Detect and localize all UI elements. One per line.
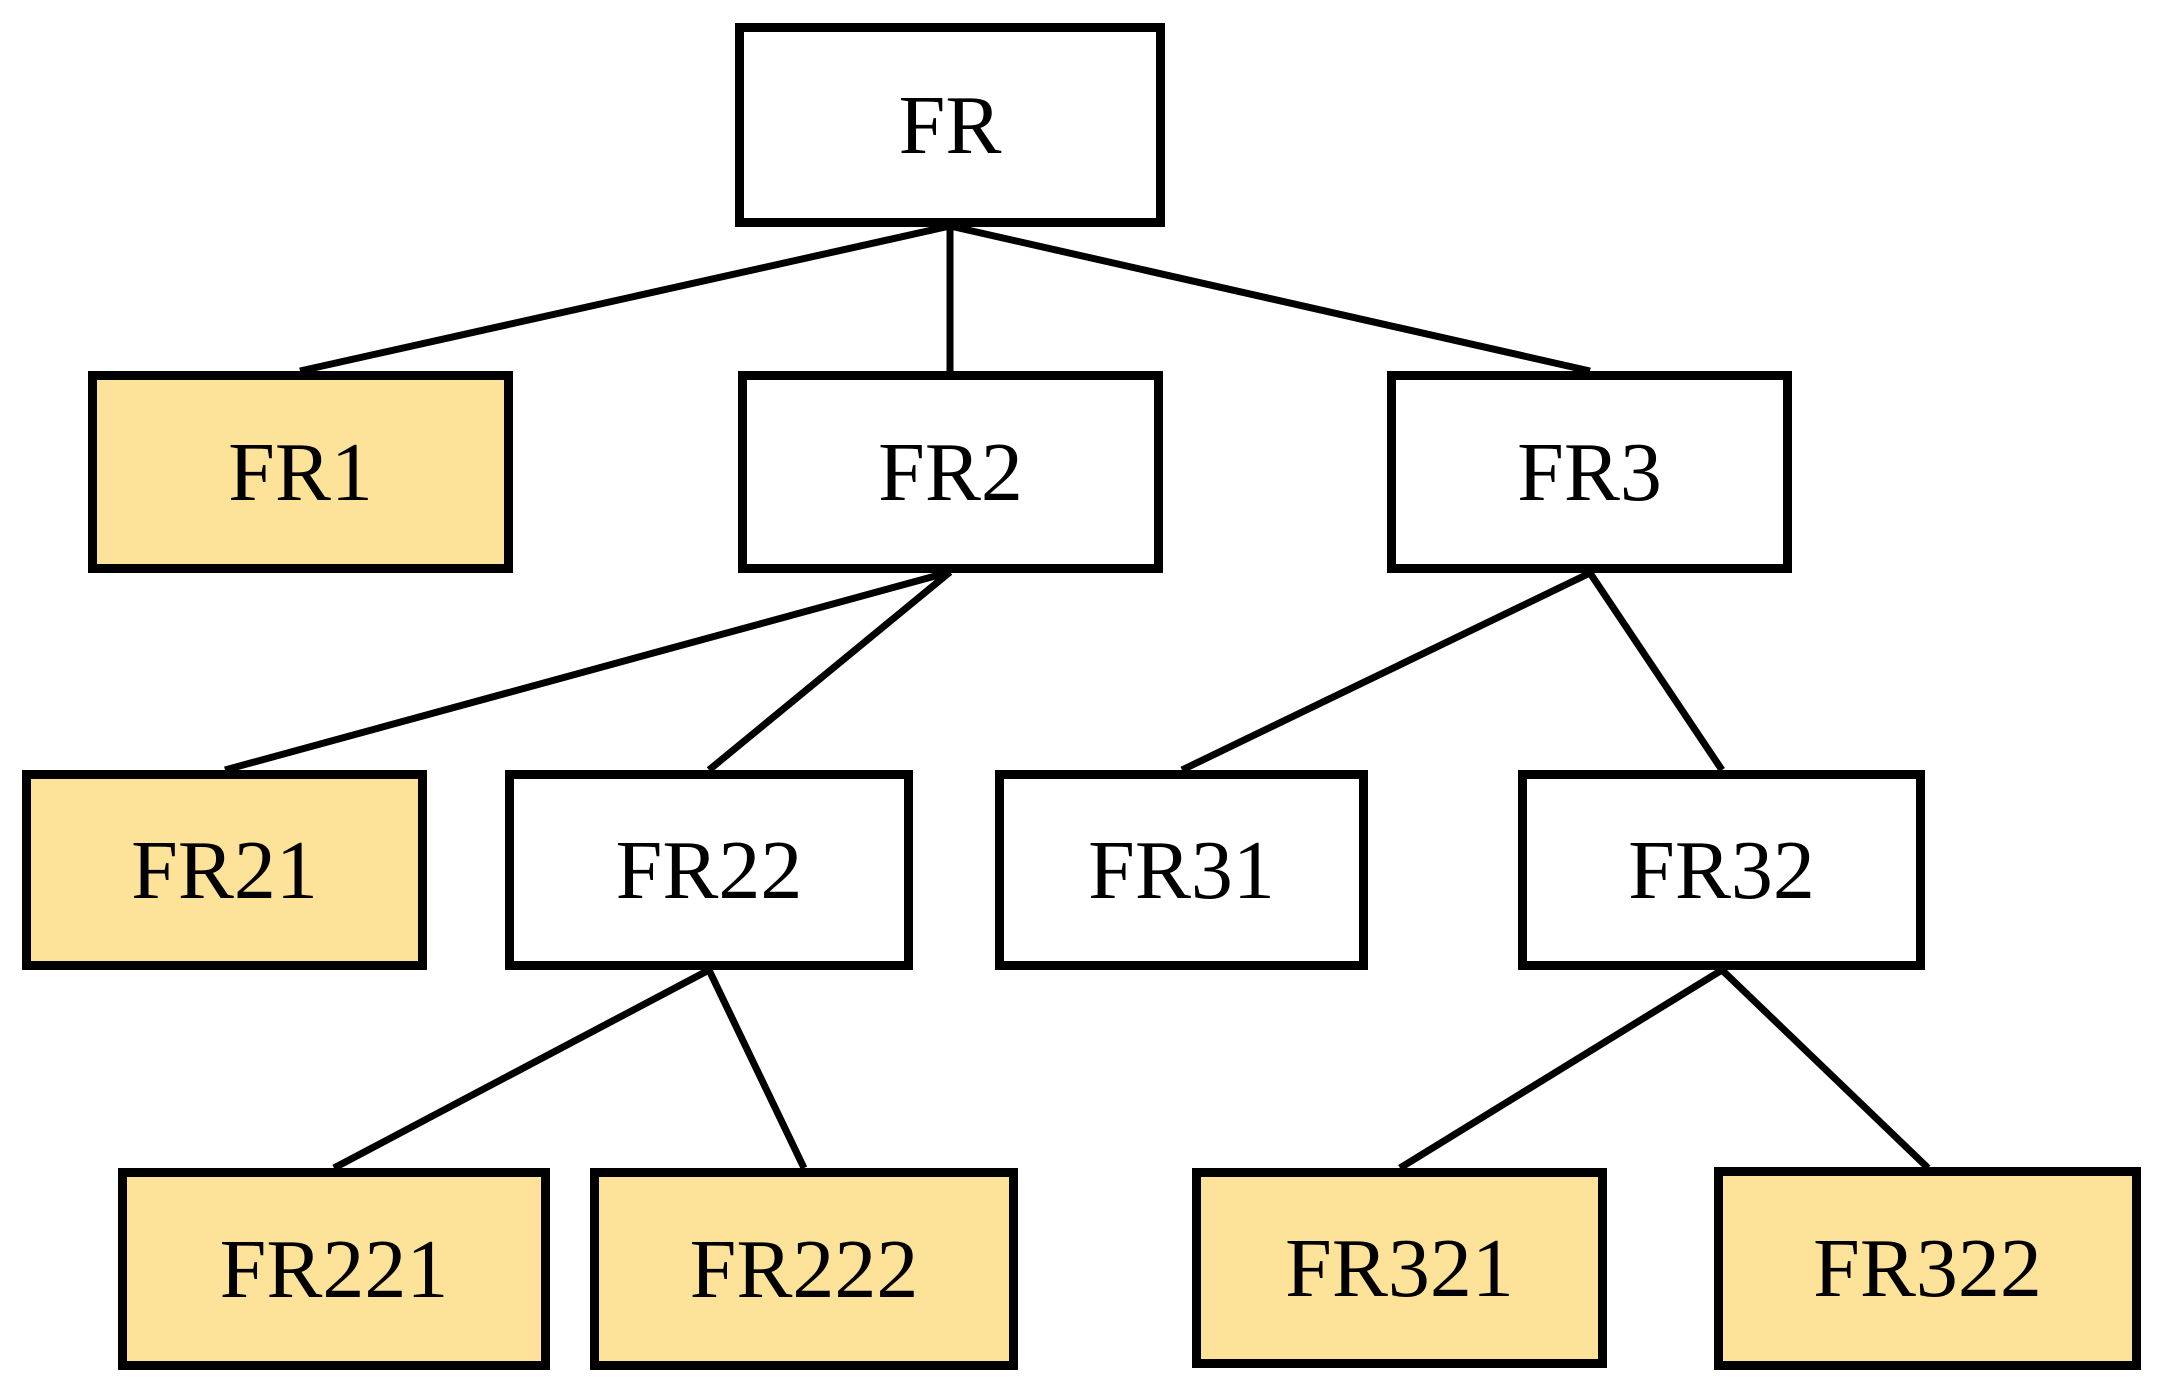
edge-fr3-fr32 bbox=[1587, 571, 1725, 772]
node-label: FR21 bbox=[131, 823, 318, 917]
tree-node-fr21: FR21 bbox=[22, 770, 427, 970]
node-label: FR22 bbox=[615, 823, 803, 917]
node-label: FR221 bbox=[219, 1222, 449, 1316]
node-label: FR3 bbox=[1517, 425, 1662, 519]
node-label: FR322 bbox=[1813, 1222, 2042, 1315]
node-label: FR321 bbox=[1285, 1221, 1514, 1315]
node-label: FR1 bbox=[228, 425, 373, 519]
node-label: FR32 bbox=[1628, 823, 1815, 917]
edge-fr3-fr31 bbox=[1180, 569, 1592, 774]
node-label: FR2 bbox=[878, 425, 1023, 519]
tree-node-fr321: FR321 bbox=[1192, 1168, 1607, 1368]
edge-fr-fr1 bbox=[299, 222, 951, 375]
edge-fr32-fr322 bbox=[1719, 967, 1931, 1171]
tree-node-fr3: FR3 bbox=[1387, 371, 1792, 573]
edge-fr22-fr222 bbox=[705, 968, 808, 1170]
tree-node-fr32: FR32 bbox=[1518, 770, 1925, 970]
edge-fr22-fr221 bbox=[332, 966, 711, 1172]
tree-node-fr22: FR22 bbox=[505, 770, 913, 970]
tree-node-fr222: FR222 bbox=[590, 1168, 1018, 1370]
tree-node-fr322: FR322 bbox=[1714, 1167, 2141, 1370]
node-label: FR222 bbox=[689, 1222, 919, 1316]
node-label: FR31 bbox=[1088, 823, 1275, 917]
tree-node-fr221: FR221 bbox=[118, 1168, 550, 1370]
tree-node-fr31: FR31 bbox=[995, 770, 1368, 970]
tree-node-fr: FR bbox=[735, 23, 1165, 227]
edge-fr-fr3 bbox=[949, 222, 1591, 375]
tree-node-fr2: FR2 bbox=[738, 371, 1163, 573]
node-label: FR bbox=[898, 78, 1002, 172]
tree-node-fr1: FR1 bbox=[88, 371, 513, 573]
edge-fr32-fr321 bbox=[1398, 967, 1724, 1171]
edge-fr2-fr22 bbox=[706, 569, 953, 773]
edge-fr2-fr21 bbox=[224, 568, 951, 774]
